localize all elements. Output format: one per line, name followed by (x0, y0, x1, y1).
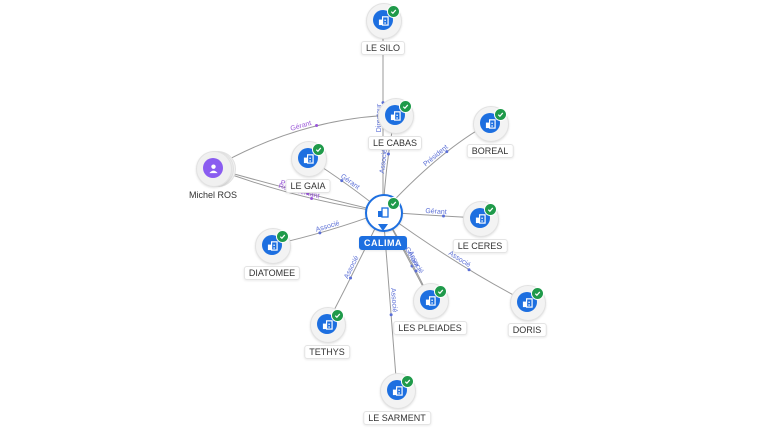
node-label: DIATOMEE (243, 266, 301, 280)
node-label: Michel ROS (188, 190, 238, 200)
edge-label: Associé (379, 149, 389, 174)
node-label: LE CABAS (367, 136, 423, 150)
edge-arrow (318, 231, 322, 235)
edge-label: Associé (315, 220, 341, 234)
verified-check-icon (484, 203, 497, 216)
edge-arrow (389, 313, 393, 317)
edge-arrow (467, 268, 471, 272)
edge-label: Gérant (425, 208, 447, 216)
verified-check-icon (387, 5, 400, 18)
node-label: CALIMA (359, 236, 407, 250)
node-label: LE CERES (452, 239, 508, 253)
edge-arrow (386, 152, 390, 156)
verified-check-icon (276, 230, 289, 243)
edge-arrow (414, 269, 418, 273)
edge-label: Associé (389, 288, 398, 313)
edge-label: Gérant (290, 120, 313, 133)
verified-check-icon (494, 108, 507, 121)
edge-arrow (340, 179, 344, 183)
verified-check-icon (331, 309, 344, 322)
node-label: LE SARMENT (363, 411, 431, 425)
node-label: DORIS (507, 323, 547, 337)
edge-michel-ros-le-cabas-gerant (212, 114, 396, 169)
edge-label: Gérant (339, 173, 361, 191)
edge-calima-doris-associe (382, 211, 528, 303)
edge-arrow (315, 124, 319, 128)
node-label: LE GAIA (285, 179, 331, 193)
node-label: TETHYS (304, 345, 350, 359)
verified-check-icon (312, 143, 325, 156)
edge-arrow (445, 150, 449, 154)
edge-arrow (442, 214, 446, 218)
edge-arrow (349, 276, 353, 280)
verified-check-icon (531, 287, 544, 300)
verified-check-icon (399, 100, 412, 113)
edge-calima-le-sarment-associe (382, 211, 398, 391)
pin-pointer-icon (378, 224, 388, 231)
verified-check-icon (387, 197, 400, 210)
edge-label: Président (422, 144, 449, 168)
node-label: LES PLEIADES (393, 321, 467, 335)
node-label: LE SILO (360, 41, 406, 55)
edge-arrow (310, 197, 314, 201)
verified-check-icon (434, 285, 447, 298)
person-icon (203, 158, 223, 178)
node-label: BOREAL (466, 144, 514, 158)
verified-check-icon (401, 375, 414, 388)
